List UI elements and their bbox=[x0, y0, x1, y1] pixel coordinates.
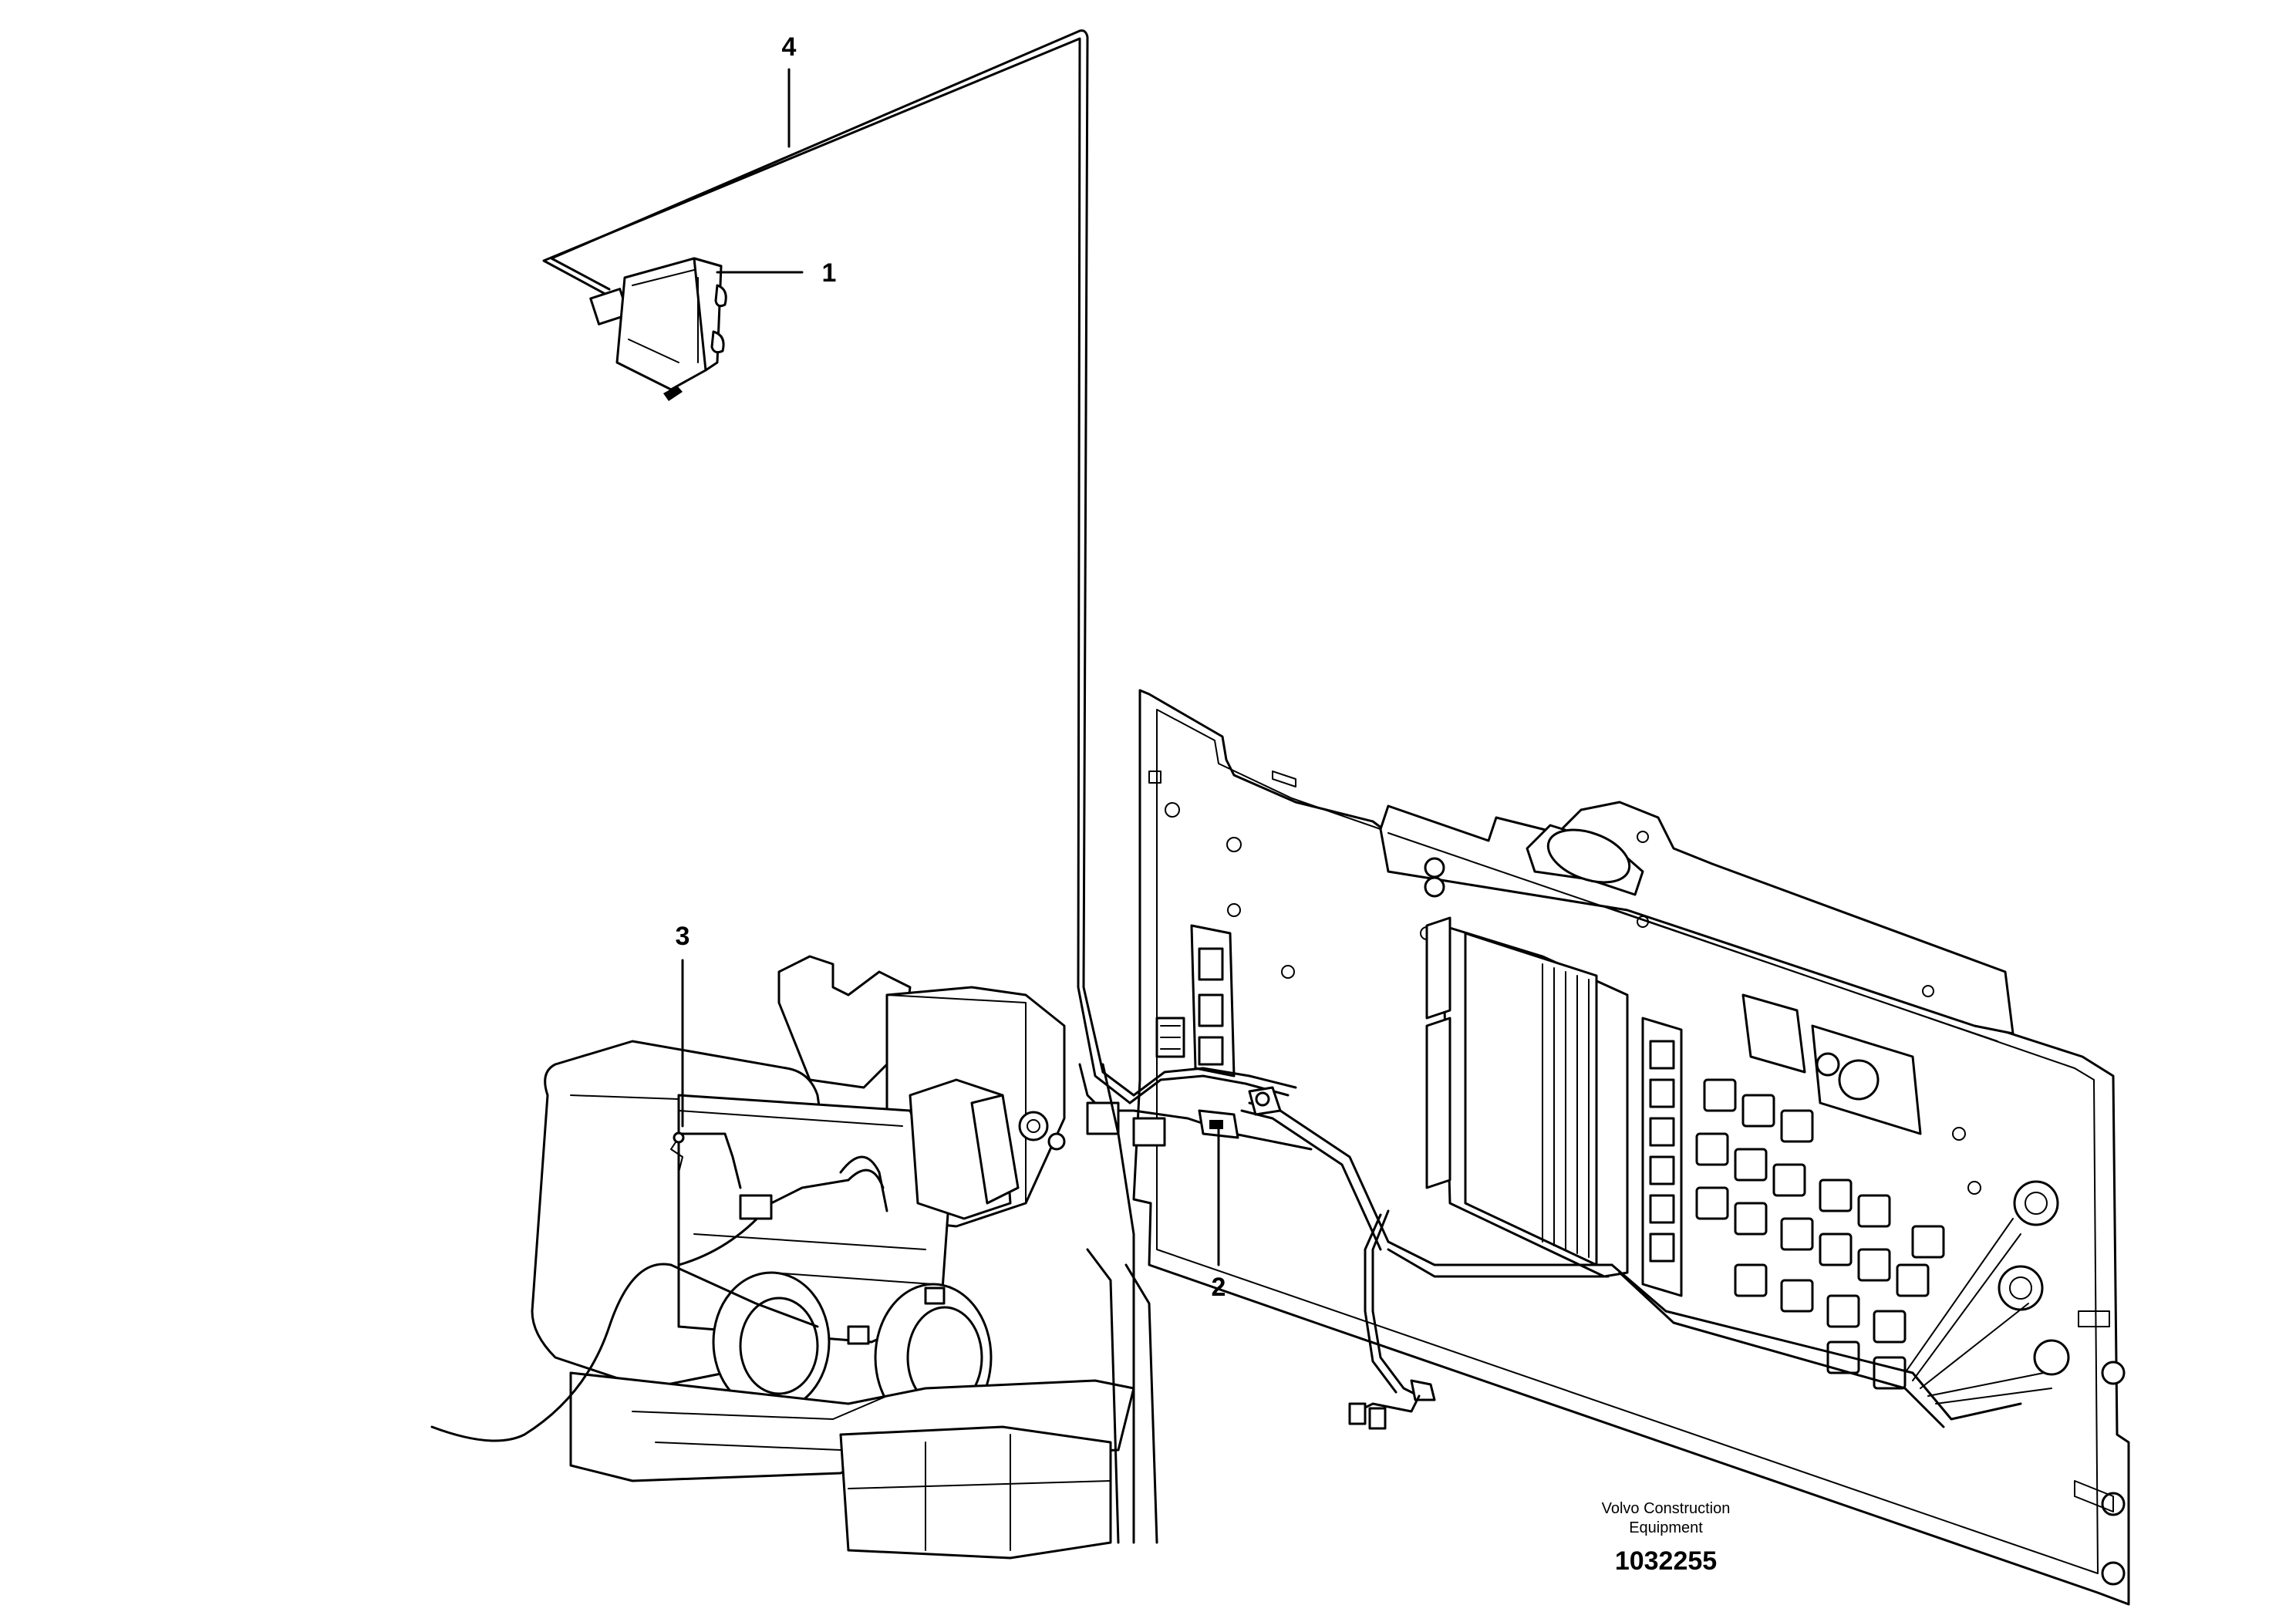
callout-1: 1 bbox=[822, 258, 837, 288]
relay-cluster bbox=[1695, 1078, 1945, 1390]
temperature-sensor-3 bbox=[670, 1131, 742, 1189]
cable-4 bbox=[542, 29, 1135, 1104]
caption-company-line1: Volvo Construction bbox=[1602, 1500, 1731, 1517]
callout-2: 2 bbox=[1212, 1273, 1226, 1302]
caption-company-line2: Equipment bbox=[1629, 1519, 1703, 1536]
callout-3: 3 bbox=[676, 922, 690, 951]
caption-doc-number: 1032255 bbox=[1615, 1546, 1717, 1576]
heater-unit bbox=[430, 955, 1158, 1560]
callout-4: 4 bbox=[782, 32, 797, 62]
rocker-switch-1 bbox=[589, 257, 727, 401]
harness-2 bbox=[1078, 1017, 1436, 1430]
callout-leaders bbox=[681, 68, 1220, 1266]
electrical-panel bbox=[1132, 689, 2130, 1606]
ecu-heat-sink-fins bbox=[1542, 963, 1590, 1258]
